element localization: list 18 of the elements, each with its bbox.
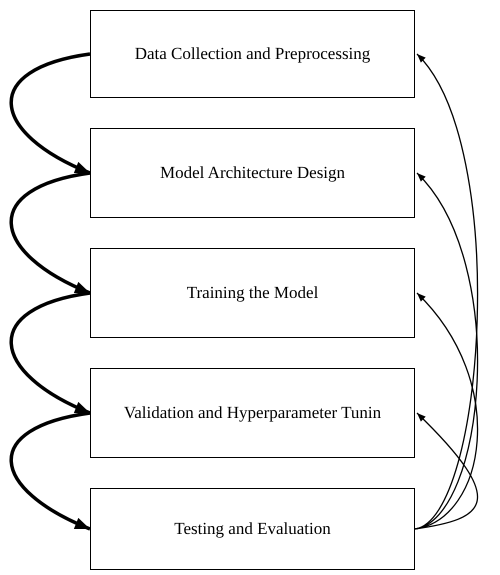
- arrow: [10, 52, 91, 175]
- process-box: [90, 248, 415, 338]
- arrow: [10, 291, 91, 415]
- arrow: [414, 54, 478, 530]
- box-label: Validation and Hyperparameter Tunin: [124, 403, 382, 423]
- process-box: [90, 10, 415, 98]
- arrow: [10, 411, 91, 531]
- arrow: [414, 172, 478, 530]
- box-label: Training the Model: [186, 283, 318, 303]
- arrow: [414, 292, 478, 530]
- process-box: [90, 488, 415, 570]
- arrow: [414, 412, 478, 530]
- process-box: [90, 128, 415, 218]
- box-label: Data Collection and Preprocessing: [134, 44, 370, 64]
- box-label: Testing and Evaluation: [174, 519, 331, 539]
- arrow: [10, 171, 91, 295]
- process-box: [90, 368, 415, 458]
- box-label: Model Architecture Design: [160, 163, 346, 183]
